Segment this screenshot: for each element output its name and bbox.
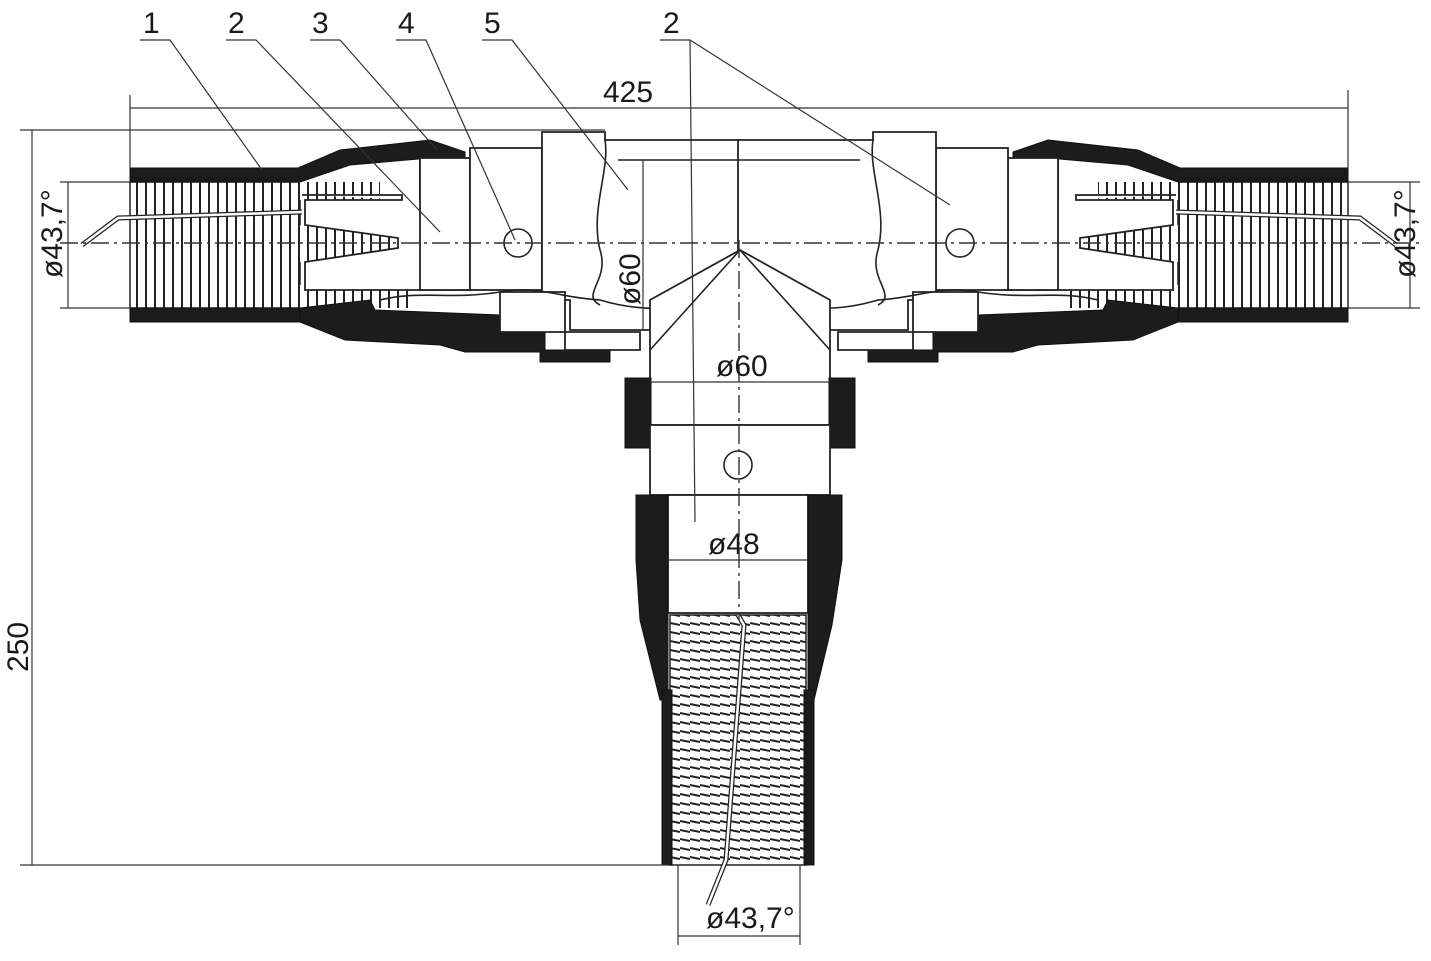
dim-branch-bore: ø60 <box>716 350 768 383</box>
dim-main-bore: ø60 <box>614 253 647 305</box>
dim-height: 250 <box>2 622 35 672</box>
dim-bottom-diameter: ø43,7° <box>706 902 795 935</box>
dim-branch-tube: ø48 <box>708 528 760 561</box>
right-arm <box>738 132 1396 362</box>
branch <box>624 248 856 906</box>
callout-2-right: 2 <box>663 7 680 40</box>
dim-overall-length: 425 <box>603 76 653 109</box>
callout-2: 2 <box>228 7 245 40</box>
callout-4: 4 <box>398 7 415 40</box>
dim-left-diameter: ø43,7° <box>36 189 69 278</box>
callout-3: 3 <box>312 7 329 40</box>
leader-lines <box>140 39 951 523</box>
dimension-lines <box>20 90 1420 945</box>
callout-5: 5 <box>484 7 501 40</box>
callout-1: 1 <box>143 7 160 40</box>
dim-right-diameter: ø43,7° <box>1389 189 1422 278</box>
left-arm <box>82 132 740 362</box>
